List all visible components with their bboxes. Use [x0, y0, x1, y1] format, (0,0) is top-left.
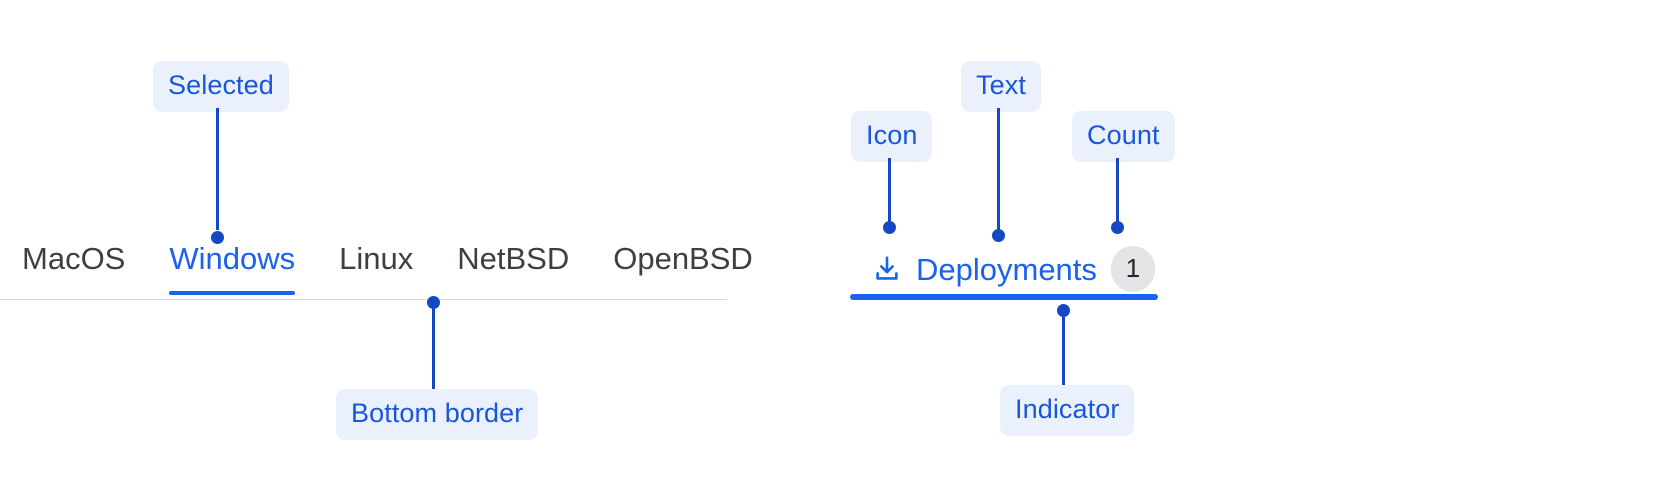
annotation-count-dot — [1111, 221, 1124, 234]
annotation-selected-label: Selected — [153, 61, 289, 112]
tab-linux[interactable]: Linux — [339, 243, 413, 295]
annotation-selected-connector — [216, 108, 219, 230]
annotation-text-dot — [992, 229, 1005, 242]
annotation-bottom-border-label: Bottom border — [336, 389, 539, 440]
download-tray-icon — [872, 254, 902, 284]
tab-macos[interactable]: MacOS — [22, 243, 125, 295]
annotation-text-connector — [997, 108, 1000, 230]
annotation-icon-connector — [888, 158, 891, 230]
annotation-count-label: Count — [1072, 111, 1175, 162]
annotation-indicator-connector — [1062, 310, 1065, 385]
annotation-icon-dot — [883, 221, 896, 234]
tab-windows-label: Windows — [169, 241, 296, 276]
annotation-indicator-label: Indicator — [1000, 385, 1135, 436]
tab-macos-label: MacOS — [22, 241, 126, 276]
annotation-selected-dot — [211, 231, 224, 244]
deployments-tab[interactable]: Deployments 1 — [850, 246, 1158, 300]
annotation-bottom-border-connector — [432, 302, 435, 389]
tab-openbsd-label: OpenBSD — [613, 241, 753, 276]
tab-windows[interactable]: Windows — [169, 241, 296, 295]
deployments-tab-label: Deployments — [916, 251, 1097, 287]
tab-netbsd-label: NetBSD — [457, 241, 570, 276]
tab-netbsd[interactable]: NetBSD — [457, 243, 569, 295]
tab-bar-bottom-border — [0, 299, 727, 300]
tab-linux-label: Linux — [339, 241, 414, 276]
os-tab-bar: MacOS Windows Linux NetBSD OpenBSD — [0, 241, 753, 299]
tab-openbsd[interactable]: OpenBSD — [613, 243, 753, 295]
tab-windows-underline — [169, 291, 296, 295]
deployments-count-badge: 1 — [1110, 246, 1155, 292]
annotation-icon-label: Icon — [851, 111, 933, 162]
annotation-count-connector — [1116, 158, 1119, 230]
deployments-tab-indicator — [850, 294, 1158, 300]
annotation-text-label: Text — [961, 61, 1041, 112]
